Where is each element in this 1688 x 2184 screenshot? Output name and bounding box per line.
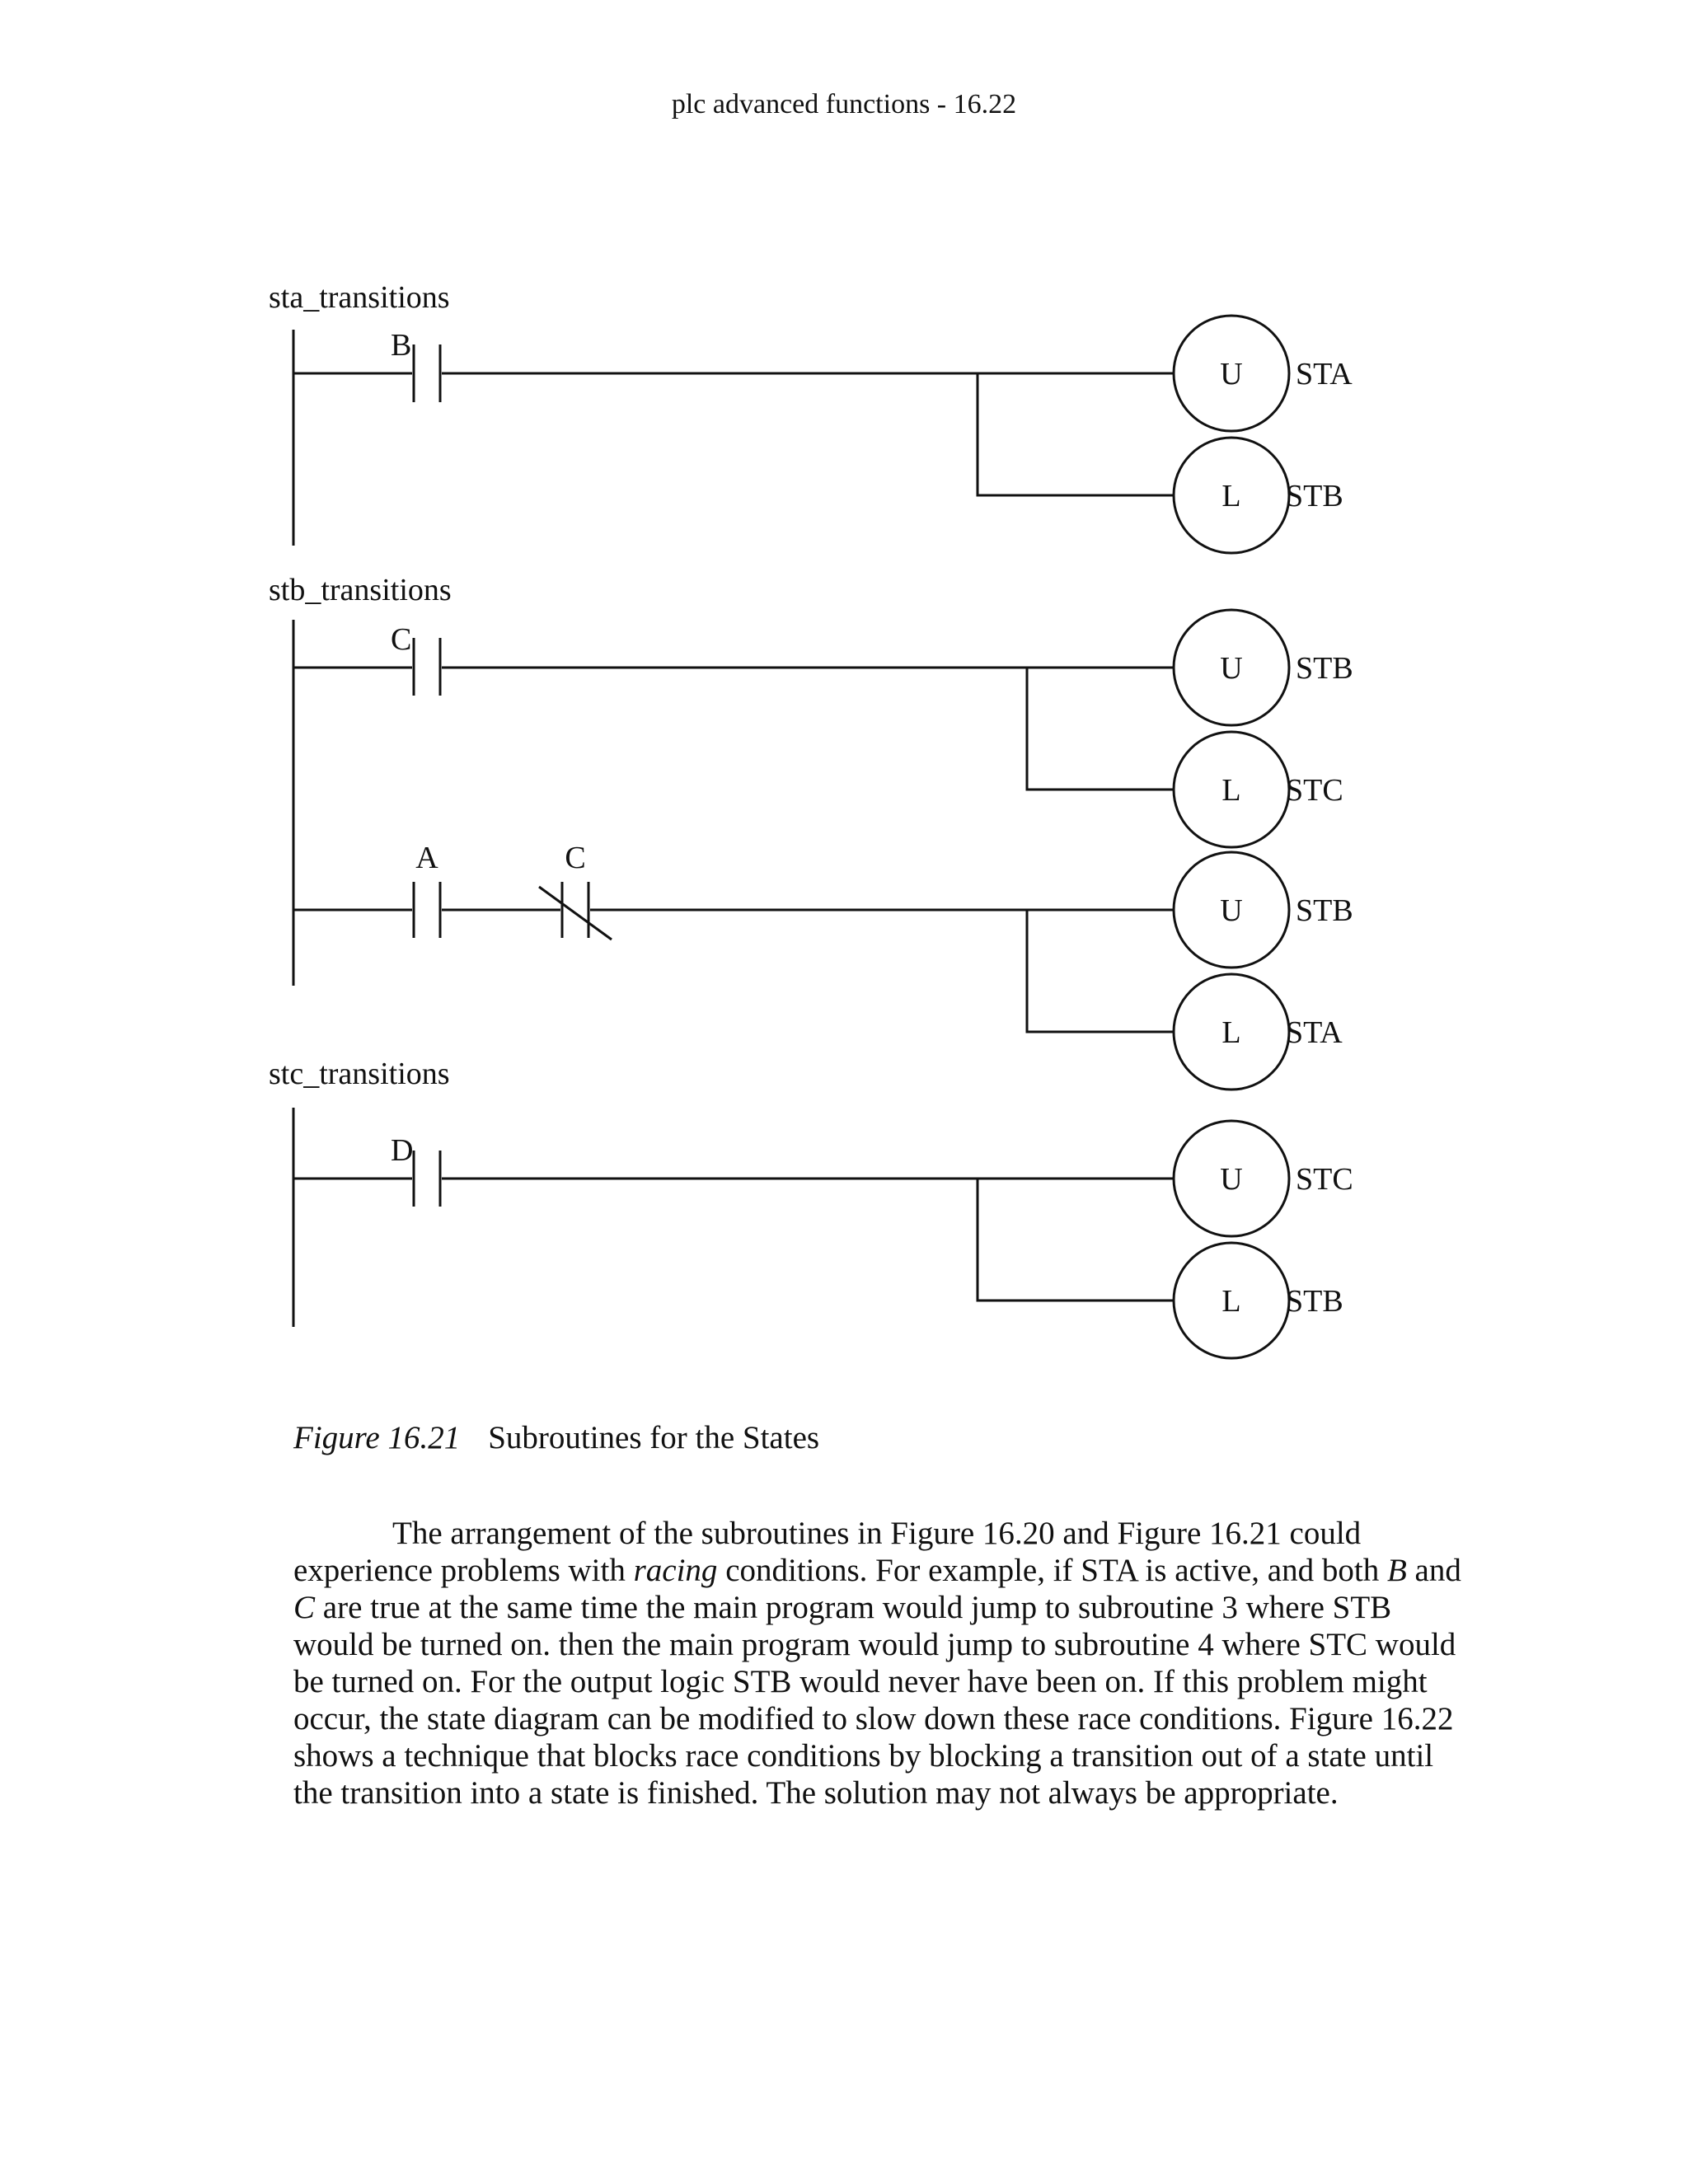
no-contact-icon (412, 1151, 442, 1207)
coil-tag: STC (1286, 773, 1343, 808)
figure-title: Subroutines for the States (488, 1420, 820, 1455)
coil-tag: STB (1286, 479, 1343, 513)
section-label: stb_transitions (269, 573, 452, 607)
coil-type: L (1221, 1015, 1240, 1050)
coil-tag: STA (1296, 357, 1353, 391)
contact-label: C (565, 841, 585, 875)
body-text-run: conditions. For example, if STA is activ… (717, 1553, 1387, 1588)
emphasis-racing: racing (633, 1553, 718, 1588)
latch-coil: L STB (1172, 436, 1343, 555)
contact-label: B (391, 328, 411, 363)
coil-tag: STB (1296, 651, 1353, 686)
body-paragraph: The arrangement of the subroutines in Fi… (293, 1515, 1472, 1811)
coil-tag: STC (1296, 1162, 1353, 1197)
nc-contact-icon (538, 882, 612, 941)
coil-type: L (1221, 479, 1240, 513)
unlatch-coil: U STC (1172, 1119, 1353, 1238)
emphasis-c: C (293, 1590, 316, 1625)
coil-type: U (1220, 651, 1242, 686)
coil-tag: STB (1286, 1284, 1343, 1319)
body-text-run: The arrangement of the subroutines in Fi… (293, 1516, 1362, 1588)
contact-label: A (415, 841, 438, 875)
emphasis-b: B (1386, 1553, 1407, 1588)
figure-caption: Figure 16.21 Subroutines for the States (293, 1419, 819, 1456)
coil-type: U (1220, 893, 1242, 928)
no-contact-icon (412, 344, 442, 402)
unlatch-coil: U STB (1172, 851, 1353, 969)
rung: B U STA L STB (293, 314, 1353, 555)
unlatch-coil: U STA (1172, 314, 1353, 433)
section-label: sta_transitions (269, 280, 450, 315)
contact-label: D (391, 1133, 413, 1168)
page-header: plc advanced functions - 16.22 (671, 89, 1017, 120)
no-contact-icon (412, 638, 442, 696)
rung: A C U STB L STA (293, 841, 1353, 1091)
figure-number: Figure 16.21 (293, 1420, 461, 1455)
coil-tag: STA (1286, 1015, 1343, 1050)
no-contact-icon (412, 882, 442, 938)
rung: C U STB L STC (293, 608, 1353, 849)
body-text-run: are true at the same time the main progr… (293, 1590, 1456, 1811)
section-label: stc_transitions (269, 1057, 450, 1091)
latch-coil: L STB (1172, 1241, 1343, 1360)
rung: D U STC L STB (293, 1119, 1353, 1360)
coil-type: U (1220, 1162, 1242, 1197)
ladder-diagram: sta_transitions B U STA L STB stb_transi… (269, 280, 1353, 1360)
coil-tag: STB (1296, 893, 1353, 928)
latch-coil: L STC (1172, 730, 1343, 849)
contact-label: C (391, 622, 411, 657)
coil-type: L (1221, 773, 1240, 808)
body-text-run: and (1406, 1553, 1461, 1588)
latch-coil: L STA (1172, 972, 1343, 1091)
unlatch-coil: U STB (1172, 608, 1353, 727)
coil-type: U (1220, 357, 1242, 391)
coil-type: L (1221, 1284, 1240, 1319)
